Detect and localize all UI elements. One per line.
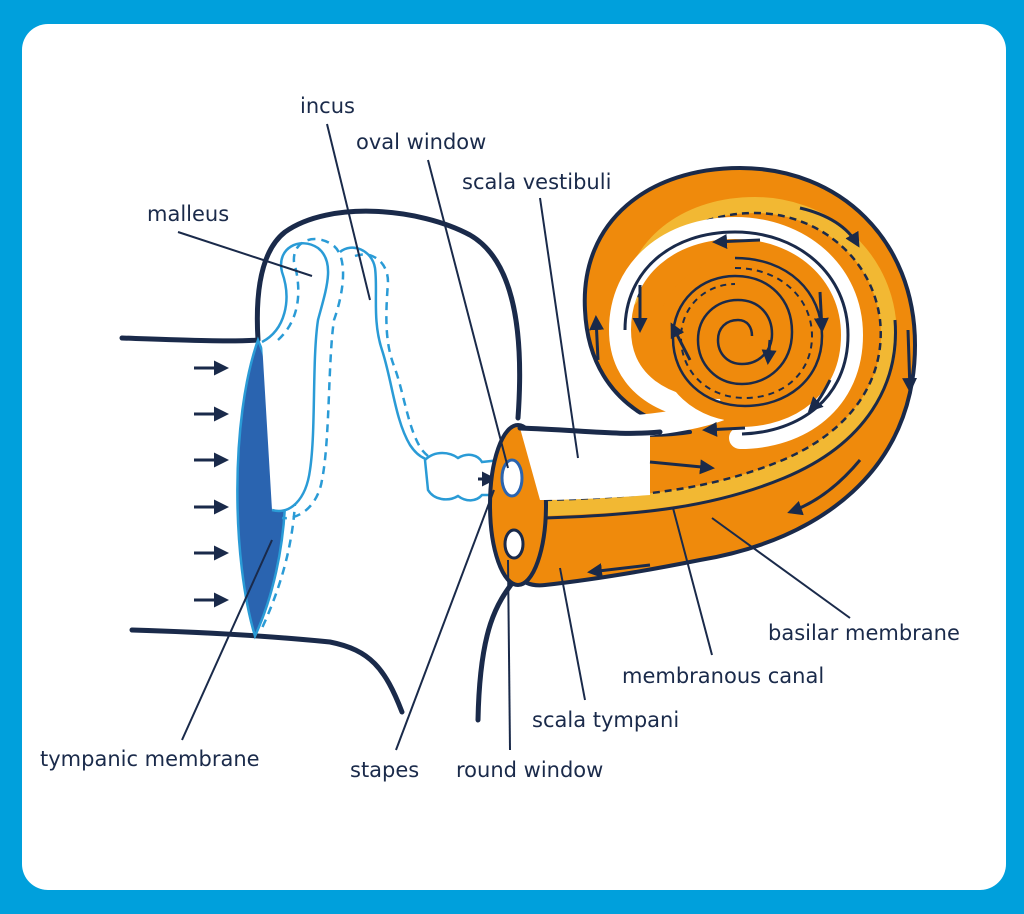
fluid-flow-arrow-icon [589,315,605,361]
fluid-flow-arrows [587,206,918,579]
label-stapes: stapes [350,758,419,782]
cochlea-spiral-line [671,256,824,408]
fluid-flow-arrow-icon [807,379,832,413]
labels: incus oval window scala vestibuli malleu… [40,94,960,782]
leader-scala-tympani [559,567,586,701]
fluid-flow-arrow-icon [799,206,860,248]
ossicles-dashed-outline [277,237,345,520]
fluid-flow-arrow-icon [712,233,761,249]
incus-bone [339,246,441,462]
leader-round-window [507,559,511,751]
cochlea [488,166,918,588]
fluid-flow-arrow-icon [649,459,715,475]
leader-basilar-membrane [711,517,851,619]
fluid-flow-arrow-icon [761,339,777,365]
sound-wave-arrows [194,360,229,608]
fluid-flow-arrow-icon [587,563,651,579]
ossicles [261,237,520,520]
label-round-window: round window [456,758,603,782]
leader-incus [326,123,371,301]
oval-window-opening [500,458,524,498]
label-scala-tympani: scala tympani [532,708,679,732]
fluid-flow-arrow-icon [702,421,746,437]
leader-stapes [395,489,495,751]
label-oval-window: oval window [356,130,486,154]
fluid-flow-arrow-icon [670,322,692,361]
basilar-membrane-band [537,196,897,516]
basilar-membrane-line [544,319,897,520]
leader-membranous-canal [672,507,713,656]
scala-vestibuli-tube [520,428,650,500]
label-membranous-canal: membranous canal [622,664,824,688]
cochlea-middle-turn [656,242,839,423]
cochlea-spiral-dash [679,267,814,400]
leader-tympanic-membrane [181,539,273,741]
label-scala-vestibuli: scala vestibuli [462,170,611,194]
leader-malleus [177,231,313,277]
label-incus: incus [300,94,355,118]
malleus-bone [261,242,330,513]
round-window-opening [503,528,525,560]
fluid-flow-arrow-icon [813,291,829,333]
cochlea-inner-channel [509,216,864,449]
label-basilar-membrane: basilar membrane [768,621,960,645]
label-tympanic-membrane: tympanic membrane [40,747,260,771]
leader-oval-window [427,159,509,469]
leader-scala-vestibuli [539,197,579,459]
label-malleus: malleus [147,202,229,226]
fluid-flow-arrow-icon [902,329,918,393]
fluid-flow-arrow-icon [787,459,862,516]
leader-lines [177,123,851,751]
